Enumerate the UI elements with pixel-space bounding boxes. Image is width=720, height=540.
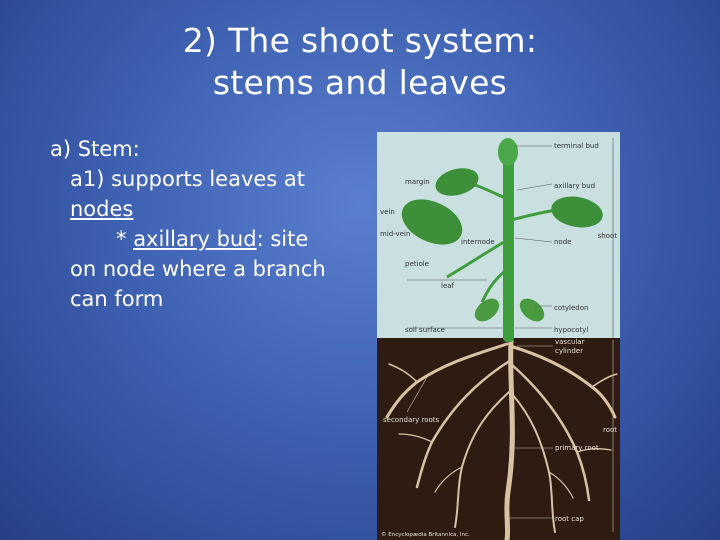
axillary-bud-label: axillary bud <box>554 182 595 190</box>
point-1-term-line: nodes <box>50 194 370 224</box>
secondary-roots-label: secondary roots <box>383 416 440 424</box>
title-line-1: 2) The shoot system: <box>182 21 538 60</box>
plant-diagram-svg: terminal bud margin axillary bud vein mi… <box>377 132 620 540</box>
plant-diagram: terminal bud margin axillary bud vein mi… <box>377 132 620 540</box>
subpoint: * axillary bud: site <box>50 224 370 254</box>
vein-label: vein <box>380 208 395 216</box>
soil-label-leaders <box>406 340 614 532</box>
subpoint-line-2: on node where a branch <box>70 257 326 281</box>
title-line-2: stems and leaves <box>212 63 508 102</box>
hypocotyl-label: hypocotyl <box>554 326 588 334</box>
leaves <box>401 168 603 322</box>
stem <box>503 150 514 342</box>
soil-surface-label: soil surface <box>405 326 445 334</box>
point-1: a1) supports leaves at <box>50 164 370 194</box>
slide-title: 2) The shoot system: stems and leaves <box>120 20 600 104</box>
axillary-bud-term: axillary bud <box>133 227 257 251</box>
roots <box>385 337 618 540</box>
slide-body: a) Stem: a1) supports leaves at nodes * … <box>50 134 370 314</box>
label-leaders <box>407 138 614 338</box>
subpoint-rest: : site <box>256 227 309 251</box>
shoot-label: shoot <box>598 232 618 240</box>
leaf-label: leaf <box>441 282 455 290</box>
primary-root-label: primary root <box>555 444 599 452</box>
nodes-term: nodes <box>70 197 134 221</box>
root-label: root <box>603 426 617 434</box>
margin-label: margin <box>405 178 430 186</box>
vascular-label-2: cylinder <box>555 347 583 355</box>
terminal-bud-shape <box>498 138 518 166</box>
midvein-label: mid-vein <box>380 230 410 238</box>
cotyledon-label: cotyledon <box>554 304 588 312</box>
vascular-label-1: vascular <box>555 338 585 346</box>
soil-panel <box>377 338 620 540</box>
petiole-label: petiole <box>405 260 429 268</box>
copyright-label: © Encyclopædia Britannica, Inc. <box>381 531 470 538</box>
point-1-text: a1) supports leaves at <box>70 167 306 191</box>
internode-label: internode <box>461 238 495 246</box>
subpoint-line-3: can form <box>70 287 164 311</box>
node-label: node <box>554 238 571 246</box>
root-cap-label: root cap <box>555 515 584 523</box>
subpoint-star: * <box>116 227 134 251</box>
stem-heading: a) Stem: <box>50 137 140 161</box>
terminal-bud-label: terminal bud <box>554 142 599 150</box>
